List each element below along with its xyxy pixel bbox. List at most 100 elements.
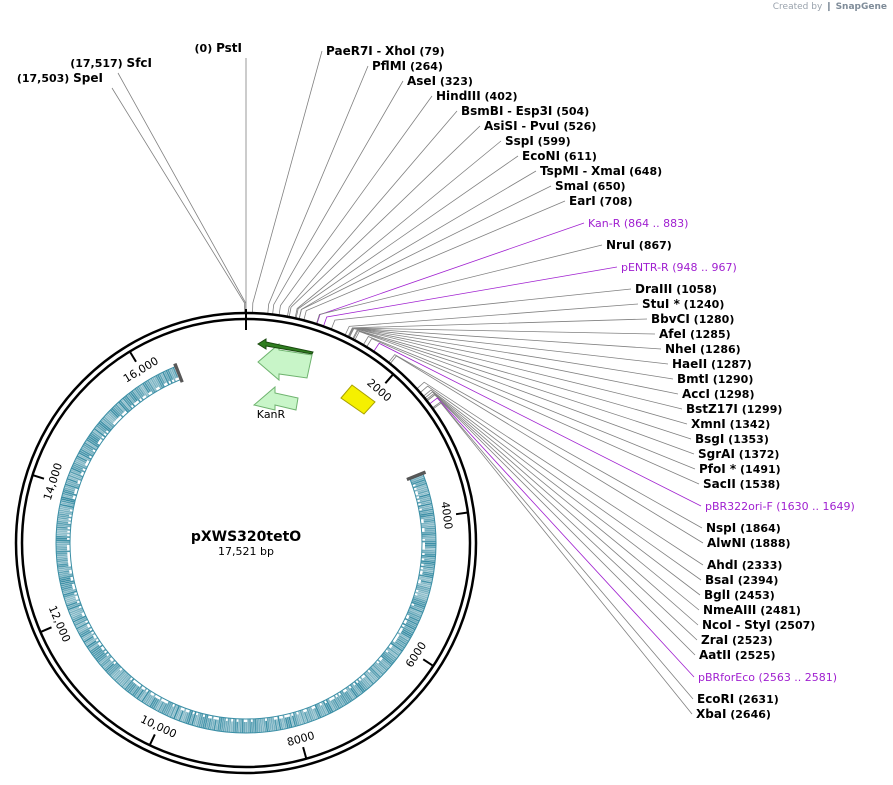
orf-stripe xyxy=(64,593,78,600)
orf-stripe xyxy=(163,370,171,382)
site-position: (2394) xyxy=(734,574,779,587)
orf-stripe xyxy=(396,638,407,646)
orf-stripe xyxy=(224,720,228,732)
orf-stripe xyxy=(325,699,334,713)
site-name: NheI xyxy=(665,342,696,356)
orf-stripe xyxy=(70,469,82,475)
orf-stripe xyxy=(58,509,73,514)
primer-label-pbr322orif: pBR322ori-F (1630 .. 1649) xyxy=(705,500,855,513)
site-leader-lines xyxy=(111,50,704,715)
orf-stripe xyxy=(86,438,99,448)
orf-stripe xyxy=(59,577,71,582)
orf-stripe xyxy=(56,526,68,529)
orf-stripe xyxy=(138,687,148,701)
orf-stripe xyxy=(421,549,436,552)
site-position: (1888) xyxy=(746,537,791,550)
site-position: (1299) xyxy=(738,403,783,416)
site-label-sspi: SspI (599) xyxy=(505,134,571,148)
orf-stripe xyxy=(354,684,363,695)
orf-stripe xyxy=(118,401,129,413)
orf-stripe xyxy=(421,551,436,554)
leader-line xyxy=(286,110,458,317)
orf-stripe xyxy=(409,606,424,614)
site-position: (2646) xyxy=(726,708,771,721)
orf-stripe xyxy=(57,520,69,524)
kanr-arrow-top xyxy=(257,342,313,382)
orf-stripe xyxy=(416,495,431,501)
site-name: BsmBI xyxy=(461,104,503,118)
orf-stripe xyxy=(76,621,90,630)
orf-stripe xyxy=(152,698,160,710)
orf-stripe xyxy=(56,524,71,528)
site-name: PstI xyxy=(216,41,242,55)
site-name: EarI xyxy=(569,194,596,208)
orf-stripe xyxy=(330,700,337,711)
orf-stripe xyxy=(381,653,394,664)
orf-stripe xyxy=(155,375,164,389)
orf-stripe xyxy=(238,718,241,733)
orf-stripe xyxy=(165,370,173,384)
orf-stripe xyxy=(68,472,83,480)
orf-stripe xyxy=(97,654,108,664)
orf-stripe xyxy=(56,554,68,557)
leader-line xyxy=(419,385,702,581)
orf-stripe xyxy=(417,499,432,504)
orf-stripe xyxy=(226,718,230,733)
site-position: (2525) xyxy=(731,649,776,662)
site-label-sfci: (17,517) SfcI xyxy=(70,56,152,70)
scale-tick xyxy=(422,658,434,667)
site-name: EcoNI xyxy=(522,149,560,163)
orf-stripe xyxy=(412,482,427,489)
orf-stripe xyxy=(401,630,412,638)
orf-stripe xyxy=(57,568,73,572)
orf-stripe xyxy=(257,718,261,733)
orf-stripe xyxy=(412,598,427,605)
orf-stripe xyxy=(89,644,100,653)
orf-stripe xyxy=(89,434,100,442)
orf-stripe xyxy=(101,659,111,668)
orf-stripe xyxy=(115,403,125,414)
orf-stripe xyxy=(139,385,149,398)
orf-stripe xyxy=(68,474,82,481)
site-label-nspi: NspI (1864) xyxy=(706,521,781,535)
orf-stripe xyxy=(196,712,202,727)
orf-stripe xyxy=(113,668,124,680)
site-label-psti: (0) PstI xyxy=(195,41,242,55)
orf-stripe xyxy=(161,703,168,714)
orf-stripe xyxy=(82,632,96,642)
orf-stripe xyxy=(67,476,79,482)
orf-stripe xyxy=(357,682,366,692)
orf-stripe xyxy=(57,561,69,565)
orf-stripe xyxy=(130,684,139,695)
scale-tick xyxy=(40,626,52,634)
site-label-pflmi: PflMI (264) xyxy=(372,59,443,73)
orf-stripe xyxy=(185,709,192,724)
orf-stripe xyxy=(72,615,87,623)
site-label-xbai: XbaI (2646) xyxy=(696,707,771,721)
orf-stripe xyxy=(299,710,306,724)
watermark-prefix: Created by xyxy=(772,2,823,12)
orf-stripe xyxy=(122,679,132,689)
orf-stripe xyxy=(97,423,107,432)
orf-stripe xyxy=(81,632,92,640)
orf-stripe xyxy=(236,721,239,733)
site-label-bstz17i: BstZ17I (1299) xyxy=(686,402,782,416)
site-position: (650) xyxy=(589,180,626,193)
site-name-secondary: StyI xyxy=(744,618,771,632)
orf-stripe xyxy=(60,499,75,505)
orf-stripe xyxy=(66,601,78,607)
orf-stripe xyxy=(111,407,121,417)
leader-line xyxy=(389,355,704,544)
site-separator: - xyxy=(503,105,515,118)
orf-stripe xyxy=(268,717,272,732)
orf-stripe xyxy=(418,502,433,508)
orf-end-cap xyxy=(406,470,426,479)
site-name: TspMI xyxy=(540,164,579,178)
primer-leader-line xyxy=(429,397,695,678)
leader-line xyxy=(315,244,603,325)
orf-stripe xyxy=(70,610,85,618)
orf-stripe xyxy=(57,516,69,520)
leader-line xyxy=(347,318,648,337)
orf-stripe xyxy=(109,664,121,676)
